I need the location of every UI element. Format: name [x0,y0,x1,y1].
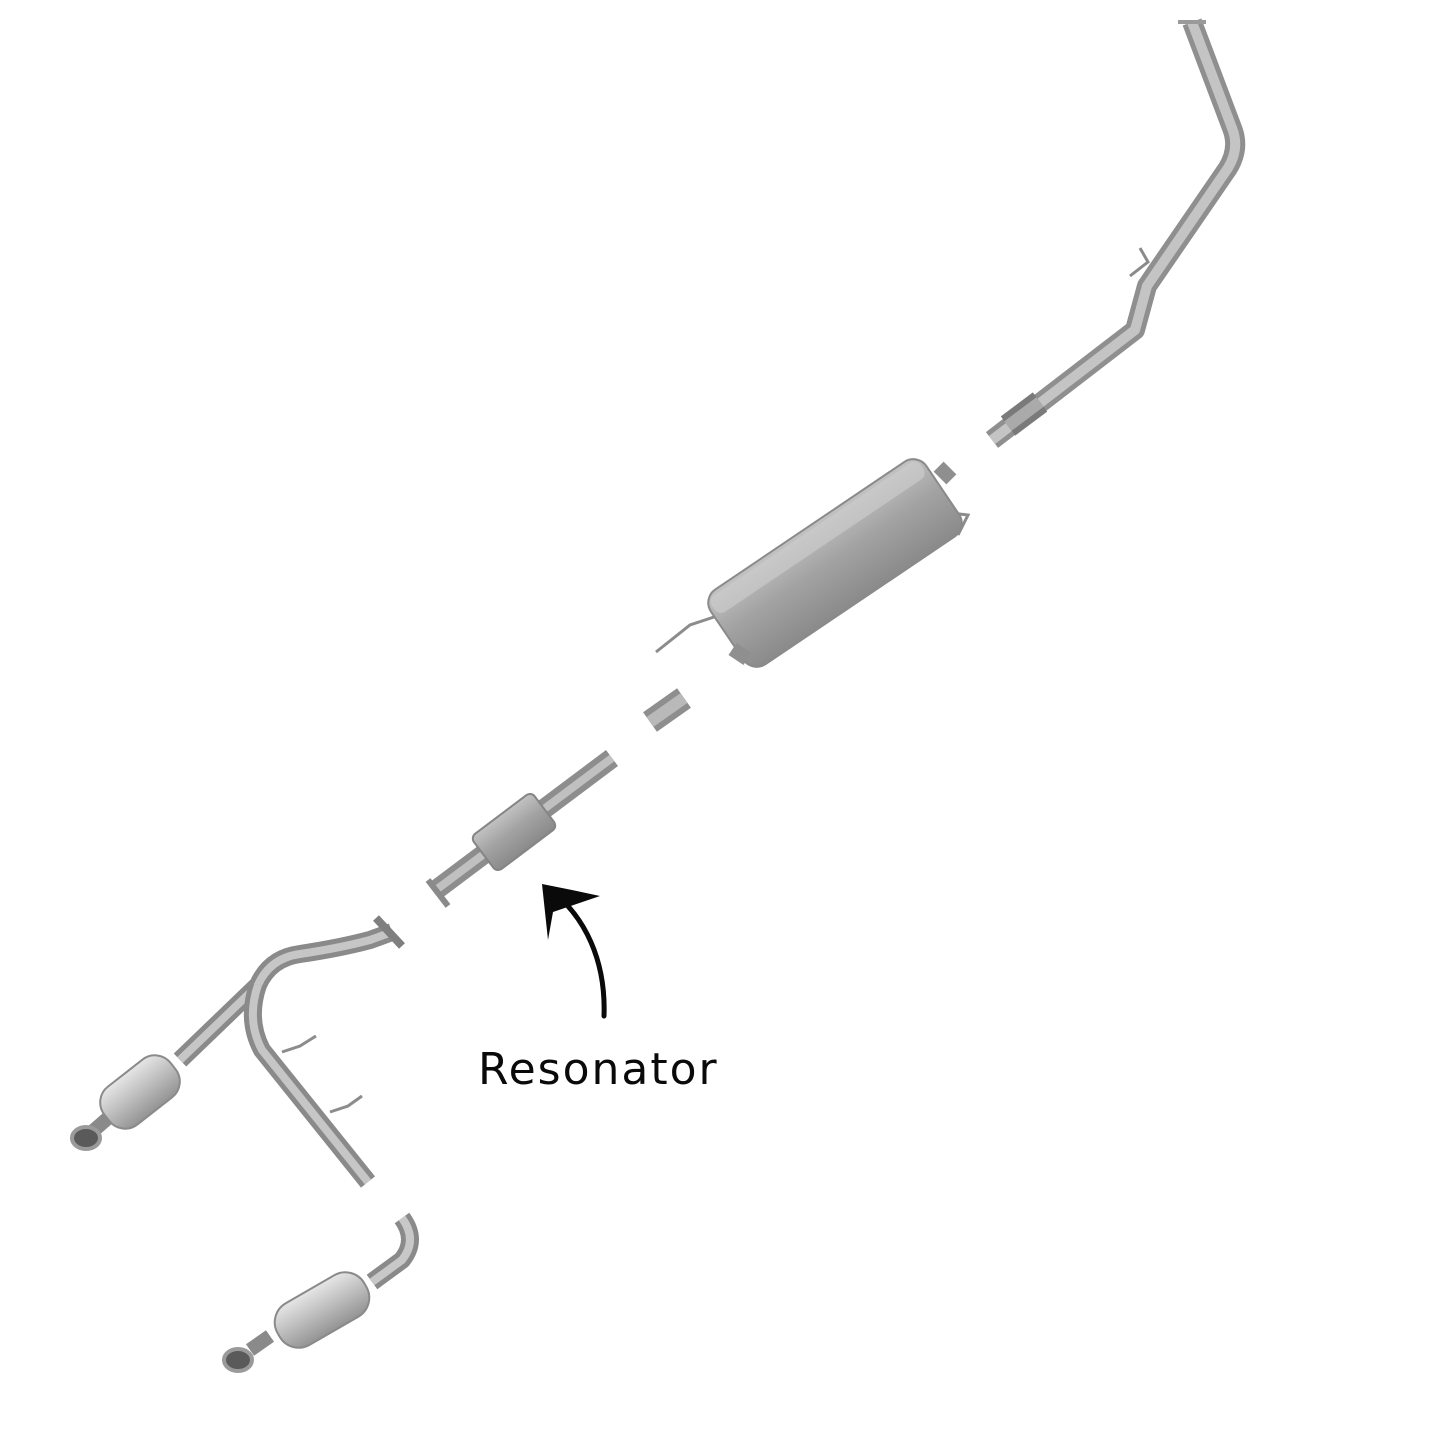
resonator-label: Resonator [478,1044,719,1095]
y-pipe-part [70,915,405,1188]
resonator-callout-arrow [542,884,607,1019]
front-catalytic-converter-part [222,1212,419,1373]
coupler-part [643,688,691,732]
resonator-part [425,750,618,908]
muffler-part [655,458,971,668]
tailpipe-part [985,18,1246,448]
